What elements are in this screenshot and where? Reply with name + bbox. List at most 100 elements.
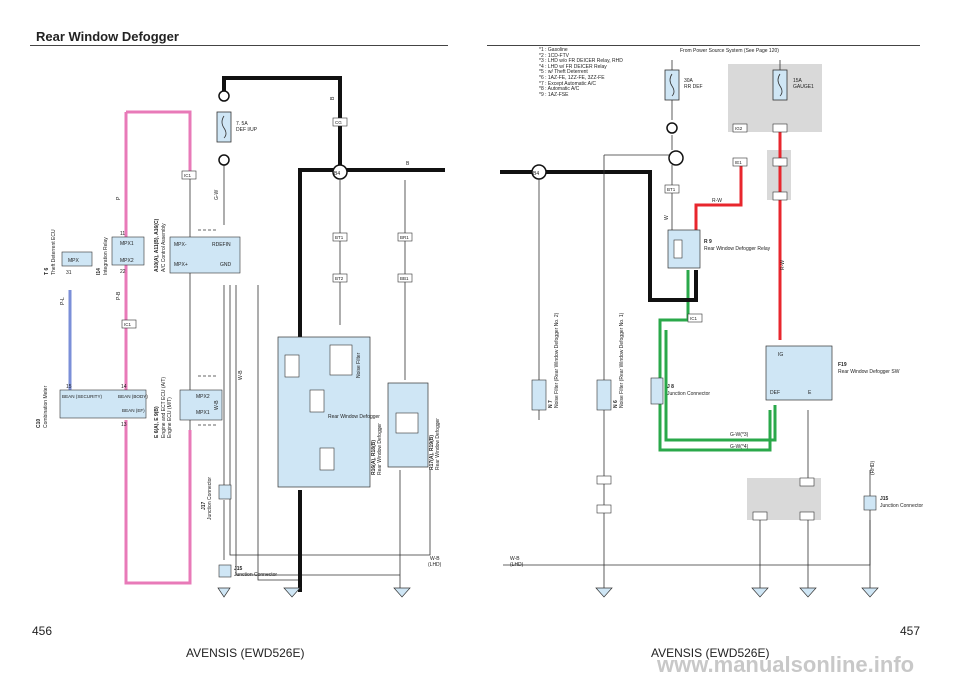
connector-bt1-right: BT1: [667, 187, 676, 192]
ground-symbols-left: [217, 587, 411, 598]
inline-connectors-left: [332, 117, 413, 283]
j17-junction: [218, 484, 232, 500]
engine-ecu-p2: MPX1: [196, 410, 210, 416]
label-wb-2: W-B: [238, 370, 244, 380]
fuse-defiup-amp: 7. 5A: [236, 121, 248, 127]
j15a-name: Junction Connector: [234, 572, 277, 578]
splice-b4-right: B4: [533, 171, 539, 177]
j15b-code: J15: [880, 496, 889, 502]
connector-cg: CG: [335, 120, 342, 125]
fuse-defiup-name: DEF I/UP: [236, 127, 258, 133]
green-wire: [658, 270, 777, 452]
label-lhd-left: (LHD): [428, 562, 442, 568]
i14-pin1: MPX1: [120, 241, 134, 247]
ac-p1: MPX-: [174, 242, 187, 248]
label-pb: P-B: [116, 291, 122, 300]
pink-wire: [124, 110, 192, 585]
connector-ig2: IG2: [735, 126, 743, 131]
c10-right2: BEAN (EF): [122, 408, 145, 413]
ac-control-assembly: [169, 236, 241, 274]
note: *5 : w/ Theft Deterrent: [539, 69, 588, 76]
j8-name: Junction Connector: [667, 391, 710, 397]
footer-left: AVENSIS (EWD526E): [186, 646, 305, 660]
i14-relay: [111, 236, 145, 266]
defogger-element-label: Rear Window Defogger: [328, 414, 380, 420]
r17-element: [395, 412, 419, 434]
ac-code: A10(A), A11(B), A16(C): [154, 218, 160, 272]
ac-p2: RDEFIN: [212, 242, 231, 248]
connector-ic1-b: IC1: [124, 322, 132, 327]
n6-code: N 6: [613, 400, 619, 408]
n7-name: Noise Filter (Rear Window Defogger No. 2…: [554, 312, 560, 408]
splice-b4-left: B4: [334, 171, 340, 177]
label-w: W: [664, 215, 670, 220]
page-title: Rear Window Defogger: [36, 29, 179, 44]
label-b-2: B: [406, 161, 410, 167]
engine-ecu: [179, 389, 223, 421]
label-pl: P-L: [60, 297, 66, 305]
n6-noise-filter: [596, 379, 612, 411]
r9-coil: [673, 239, 683, 259]
watermark: www.manualsonline.info: [657, 652, 915, 677]
j8-code: J 8: [667, 384, 674, 390]
noise-filter-label: Noise Filter: [356, 352, 362, 378]
r9-name: Rear Window Defogger Relay: [704, 246, 771, 252]
notes-list: *1 : Gasoline *2 : 1CD-FTV *3 : LHD w/o …: [539, 47, 623, 98]
note: *9 : 1AZ-FSE: [539, 91, 569, 98]
c10-code: C10: [36, 419, 42, 428]
r16-name: Rear Window Defogger: [377, 423, 383, 475]
fuse-rrdef-name: RR DEF: [684, 84, 703, 90]
n7-noise-filter: [531, 379, 547, 411]
r9-code: R 9: [704, 239, 712, 245]
f19-code: F19: [838, 362, 847, 368]
i14-name: Integration Relay: [103, 237, 109, 275]
r17-name: Rear Window Defogger: [435, 418, 441, 470]
c10-n13: 13: [121, 422, 127, 428]
i14-n1: 11: [120, 231, 125, 237]
label-rw-2: R-W: [780, 260, 786, 270]
fuse-rrdef: [664, 69, 680, 101]
t6-pin-num: 31: [66, 270, 72, 276]
f19-switch: [765, 345, 833, 401]
connector-ic1-right: IC1: [690, 316, 698, 321]
fuse-rrdef-amp: 30A: [684, 78, 694, 84]
page-number-left: 456: [32, 624, 53, 638]
c10-name: Combination Meter: [43, 385, 49, 428]
defogger-element-2: [309, 389, 325, 413]
i14-pin2: MPX2: [120, 258, 134, 264]
j17-name: Junction Connector: [207, 477, 213, 520]
c10-n15: 15: [66, 384, 72, 390]
fuse-gauge1-amp: 15A: [793, 78, 803, 84]
label-p: P: [116, 196, 122, 200]
footer-right: AVENSIS (EWD526E): [651, 646, 770, 660]
engine-ecu-name1: Engine and ECT ECU (A/T): [161, 377, 167, 438]
label-wb-3: W-B: [430, 556, 440, 562]
f19-ig: IG: [778, 352, 783, 358]
note: *2 : 1CD-FTV: [539, 52, 570, 59]
ac-p3: MPX+: [174, 262, 188, 268]
note: *6 : 1AZ-FE, 1ZZ-FE, 3ZZ-FE: [539, 74, 605, 81]
connector-bt2: BT2: [335, 276, 344, 281]
t6-code: T 6: [44, 268, 50, 275]
label-gw4: G-W(*4): [730, 444, 749, 450]
bold-b-wires: [222, 76, 445, 592]
label-rw-1: R-W: [712, 198, 722, 204]
note: *4 : LHD w/ FR DEICER Relay: [539, 63, 607, 70]
label-rhd: (RHD): [870, 461, 876, 475]
ac-p4: GND: [220, 262, 232, 268]
label-wb-right: W-B: [510, 556, 520, 562]
title-rule: [30, 45, 448, 46]
i14-n2: 22: [120, 269, 126, 275]
engine-ecu-name2: Engine ECU (M/T): [167, 397, 173, 438]
inline-connectors-right: [596, 123, 815, 521]
j8-junction: [650, 377, 664, 405]
connector-ie1: IE1: [735, 160, 742, 165]
connector-br1: BR1: [400, 235, 409, 240]
connector-bt1: BT1: [335, 235, 344, 240]
note: *8 : Automatic A/C: [539, 86, 580, 93]
c10-n14: 14: [121, 384, 127, 390]
ac-name: A/C Control Assembly: [161, 223, 167, 272]
j15-junction-left: [218, 564, 232, 578]
fuse-gauge1-name: GAUGE1: [793, 84, 814, 90]
